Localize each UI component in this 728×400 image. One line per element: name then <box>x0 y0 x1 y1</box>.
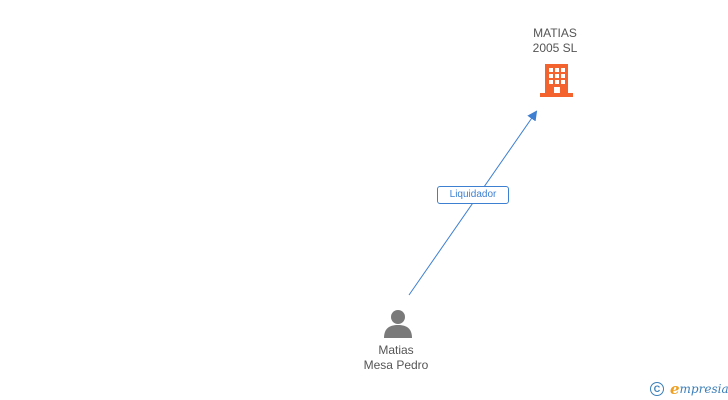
company-name-line1: MATIAS <box>533 26 577 40</box>
building-icon[interactable] <box>540 62 573 98</box>
copyright-icon: C <box>650 382 664 396</box>
company-name-line2: 2005 SL <box>532 41 578 55</box>
person-name-line1: Matias <box>378 343 414 357</box>
edge-label-badge[interactable]: Liquidador <box>437 186 509 204</box>
brand-initial: e <box>670 380 680 398</box>
empresia-watermark: C e mpresia <box>650 380 728 398</box>
brand-name: mpresia <box>679 382 728 396</box>
person-name-line2: Mesa Pedro <box>363 358 429 372</box>
person-node-label[interactable]: Matias Mesa Pedro <box>346 343 446 373</box>
company-node-label[interactable]: MATIAS 2005 SL <box>505 26 605 56</box>
person-icon[interactable] <box>383 309 413 339</box>
